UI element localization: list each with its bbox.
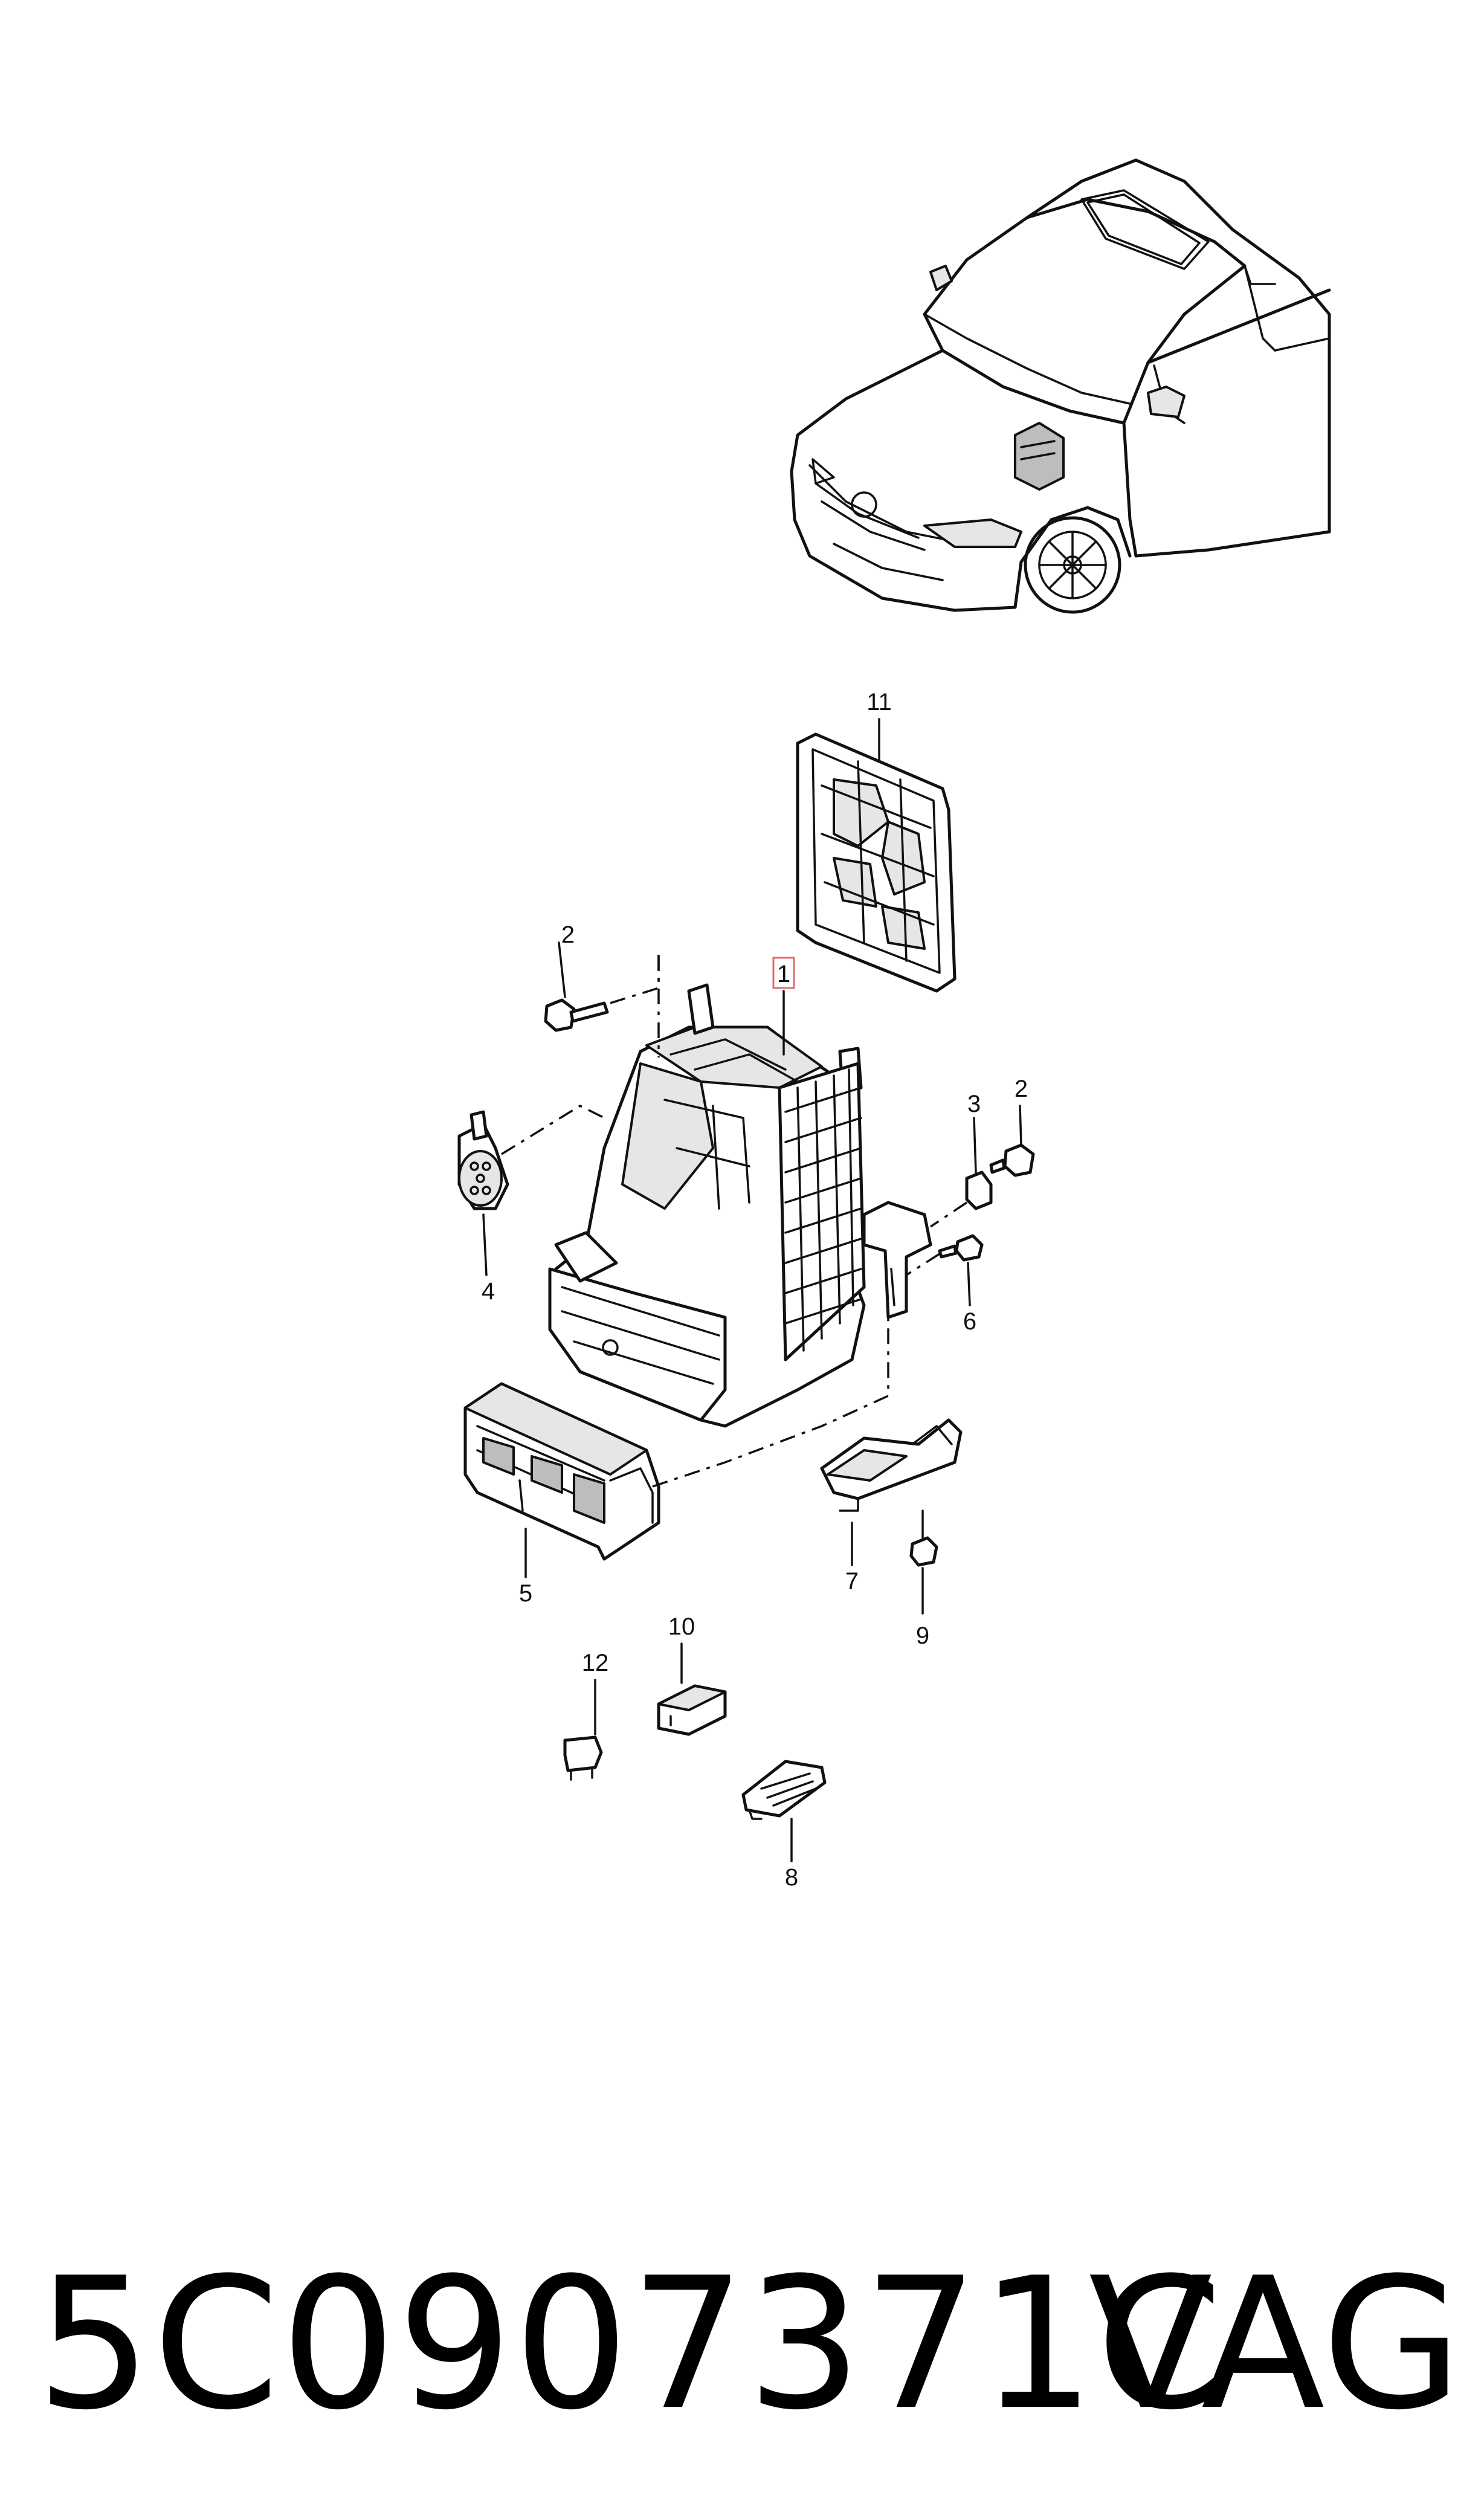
callout-6-label: 6 bbox=[963, 1308, 976, 1335]
callout-11-label: 10 bbox=[668, 1613, 695, 1640]
part-1-bracket-housing bbox=[548, 983, 932, 1428]
callout-6[interactable]: 6 bbox=[963, 1308, 976, 1335]
callout-8[interactable]: 8 bbox=[785, 1864, 798, 1891]
part-8-holder bbox=[741, 1760, 827, 1862]
part-10-cover bbox=[796, 732, 957, 993]
callout-2-right[interactable]: 2 bbox=[1015, 1076, 1028, 1102]
callout-1[interactable]: 1 bbox=[772, 957, 795, 1056]
callout-2-right-label: 2 bbox=[1015, 1076, 1028, 1102]
part-9-bolt bbox=[909, 1509, 938, 1615]
part-7-bracket bbox=[820, 1418, 963, 1566]
exploded-parts-diagram: 1 2 4 3 2 bbox=[457, 158, 1331, 1891]
part-footer: 5C0907371C VAG bbox=[36, 2236, 1462, 2453]
callout-5-label: 5 bbox=[519, 1580, 532, 1607]
callout-12[interactable]: 12 bbox=[582, 1650, 609, 1676]
part-number: 5C0907371C bbox=[36, 2239, 1224, 2450]
callout-4[interactable]: 4 bbox=[482, 1278, 495, 1305]
part-4-sensor bbox=[457, 1104, 605, 1276]
callout-3-label: 3 bbox=[967, 1091, 981, 1117]
part-2-screw-right bbox=[989, 1105, 1035, 1177]
part-3-clip bbox=[930, 1117, 993, 1228]
part-5-control-module bbox=[463, 1317, 889, 1578]
part-11-relay bbox=[657, 1642, 727, 1736]
callout-5[interactable]: 5 bbox=[519, 1580, 532, 1607]
callout-9[interactable]: 9 bbox=[916, 1622, 929, 1649]
part-2-screw-left bbox=[544, 941, 660, 1032]
callout-9-label: 9 bbox=[916, 1622, 929, 1649]
callout-4-label: 4 bbox=[482, 1278, 495, 1305]
callout-1-label: 1 bbox=[777, 961, 790, 987]
callout-8-label: 8 bbox=[785, 1864, 798, 1891]
callout-3[interactable]: 3 bbox=[967, 1091, 981, 1117]
callout-10[interactable]: 11 bbox=[866, 689, 892, 763]
callout-2-left-label: 2 bbox=[561, 922, 575, 948]
callout-7[interactable]: 7 bbox=[845, 1568, 859, 1595]
car-illustration bbox=[790, 158, 1331, 614]
callout-2-left[interactable]: 2 bbox=[561, 922, 575, 948]
part-12-fuse bbox=[563, 1679, 603, 1781]
part-6-pin bbox=[906, 1234, 984, 1306]
callout-7-label: 7 bbox=[845, 1568, 859, 1595]
callout-12-label: 12 bbox=[582, 1650, 609, 1676]
brand-label: VAG bbox=[1088, 2239, 1462, 2450]
callout-11[interactable]: 10 bbox=[668, 1613, 695, 1640]
callout-10-label: 11 bbox=[866, 689, 892, 715]
